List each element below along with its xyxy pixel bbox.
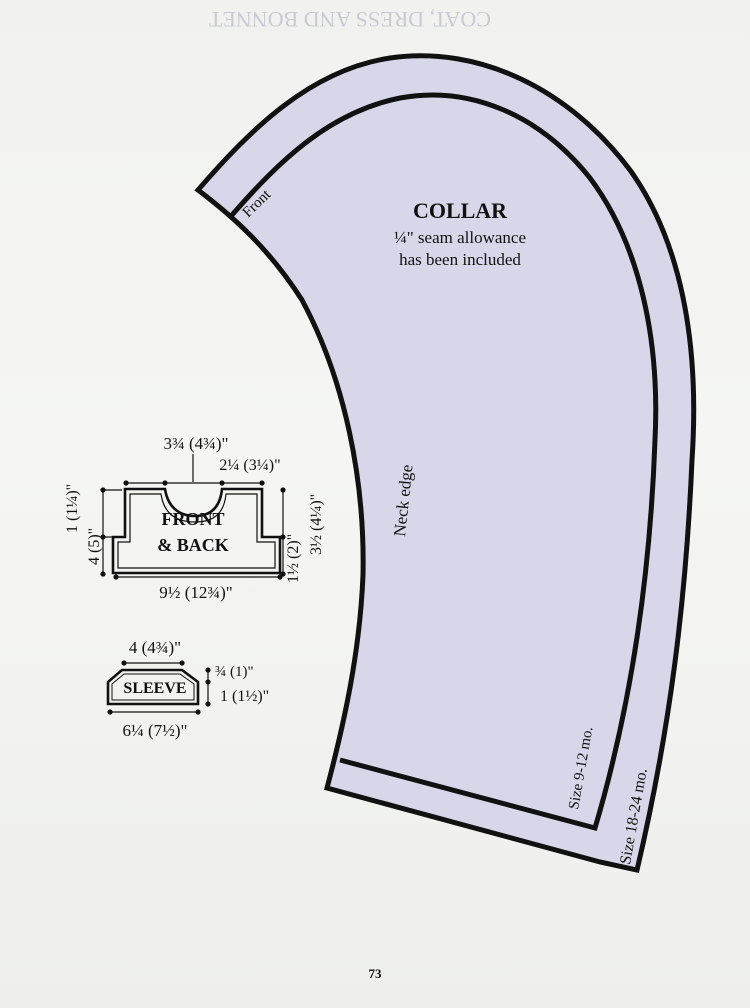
- sleeve-dim-top: 4 (4¾)": [129, 638, 181, 657]
- front-back-dim-right-inner: 1½ (2)": [285, 534, 302, 583]
- collar-note-line1: ¼" seam allowance: [394, 228, 526, 247]
- front-back-dim-top: 3¾ (4¾)": [163, 434, 228, 453]
- front-back-outer-outline: [111, 487, 282, 575]
- sleeve-inner-outline: [111, 673, 195, 701]
- front-back-dim-neck: 2¼ (3¼)": [219, 457, 280, 474]
- front-back-title-line1: FRONT: [162, 509, 225, 529]
- front-back-inner-outline: [117, 493, 276, 569]
- collar-title: COLLAR: [413, 198, 508, 223]
- sleeve-title: SLEEVE: [123, 680, 186, 697]
- sleeve-dim-right-upper: ¾ (1)": [215, 664, 254, 680]
- front-back-dim-right-outer: 3½ (4¼)": [308, 494, 325, 555]
- front-back-title-line2: & BACK: [157, 535, 229, 555]
- page-number: 73: [368, 966, 382, 981]
- front-back-dim-left-upper: 1 (1¼)": [64, 484, 81, 533]
- collar-outline-large: [194, 53, 697, 873]
- collar-outline-small: [230, 92, 659, 832]
- front-back-dim-bottom: 9½ (12¾)": [159, 583, 233, 602]
- front-back-schematic: FRONT & BACK 3¾ (4¾)" 2¼ (3¼)" 1 (1¼)" 4…: [64, 434, 325, 602]
- sleeve-dim-bottom: 6¼ (7½)": [122, 721, 187, 740]
- sleeve-schematic: SLEEVE 4 (4¾)" ¾ (1)" 1 (1½)" 6¼ (7½)": [106, 638, 269, 740]
- front-back-dim-left-lower: 4 (5)": [86, 528, 103, 565]
- sleeve-dim-right-lower: 1 (1½)": [220, 688, 269, 705]
- collar-note-line2: has been included: [399, 250, 521, 269]
- sleeve-outline: [106, 668, 200, 706]
- bleed-through-heading: COAT, DRESS AND BONNET: [208, 7, 491, 32]
- collar-pattern: COLLAR ¼" seam allowance has been includ…: [194, 53, 697, 873]
